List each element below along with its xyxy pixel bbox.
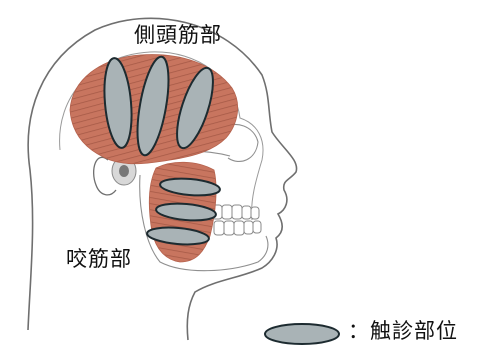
teeth: [212, 205, 261, 235]
temporalis-label: 側頭筋部: [134, 19, 222, 49]
palpation-site-legend-swatch: [262, 321, 342, 347]
masseter-label: 咬筋部: [66, 243, 132, 273]
legend-label: ：触診部位: [348, 315, 458, 345]
